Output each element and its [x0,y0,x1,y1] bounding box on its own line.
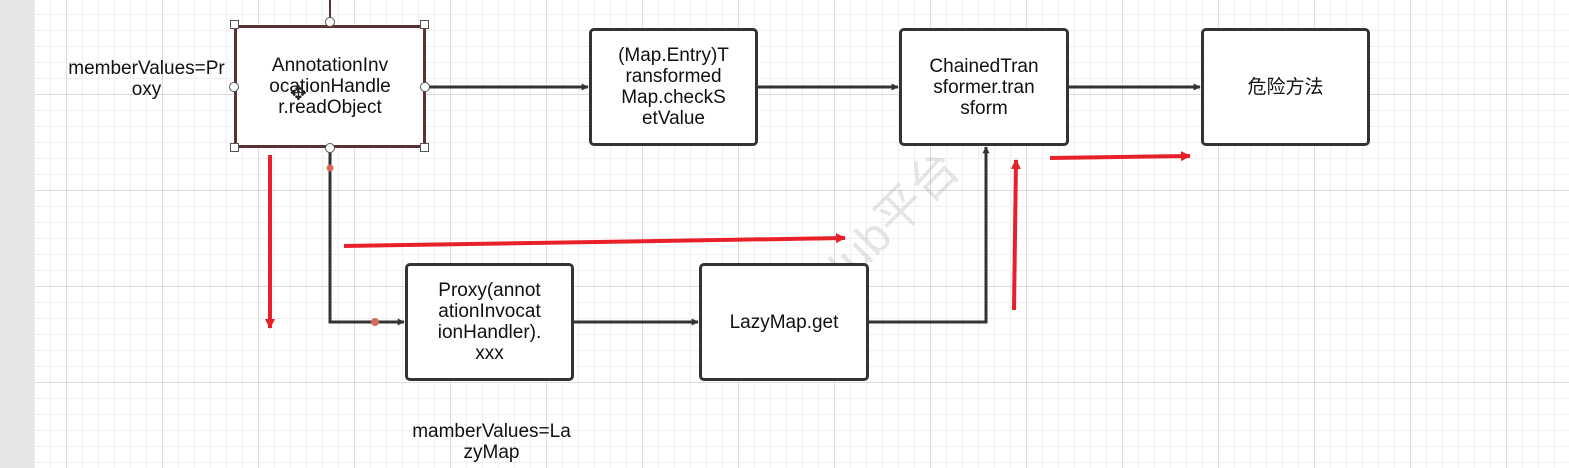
resize-handle-top-left[interactable] [230,20,239,29]
red-arrow-right-top [1049,151,1191,162]
label-member-values-lazymap[interactable]: mamberValues=La zyMap [412,421,571,463]
node-dangerous-method[interactable]: 危险方法 [1201,28,1370,146]
node-label: 危险方法 [1247,76,1324,98]
resize-handle-top-right[interactable] [420,20,429,29]
left-panel-edge [0,0,34,468]
connection-point-left[interactable] [229,82,239,92]
node-label: AnnotationInv ocationHandle r.readObject [269,55,391,118]
resize-handle-bottom-left[interactable] [230,143,239,152]
move-cursor-icon: ✥ [290,83,307,105]
node-label: (Map.Entry)T ransformed Map.checkS etVal… [618,45,729,129]
connectors-layer [265,0,1201,329]
node-annotation-invocation-handler[interactable]: AnnotationInv ocationHandle r.readObject [234,25,426,148]
resize-handle-bottom-right[interactable] [420,143,429,152]
red-arrow-up [1010,159,1021,311]
connection-point-right[interactable] [420,82,430,92]
node-proxy-handler[interactable]: Proxy(annot ationInvocat ionHandler). xx… [405,263,574,381]
connection-point-top[interactable] [325,17,335,27]
node-map-entry-checksetvalue[interactable]: (Map.Entry)T ransformed Map.checkS etVal… [589,28,758,146]
node-label: ChainedTran sformer.tran sform [929,55,1039,119]
label-member-values-proxy[interactable]: memberValues=Pr oxy [68,58,225,100]
edge-lazymap-to-chained[interactable] [869,146,990,324]
node-lazymap-get[interactable]: LazyMap.get [699,263,869,381]
red-arrow-right-middle [343,233,846,248]
node-chained-transformer[interactable]: ChainedTran sformer.tran sform [899,28,1069,146]
edge-waypoint-dot[interactable] [326,164,334,172]
node-label: Proxy(annot ationInvocat ionHandler). xx… [437,280,542,364]
diagram-canvas[interactable]: SecHub平台 AnnotationInv ocationHandle [34,0,1569,468]
connection-point-bottom[interactable] [325,143,335,153]
edge-handler-to-proxy[interactable] [328,148,405,326]
edge-waypoint-dot[interactable] [371,318,379,326]
node-label: LazyMap.get [729,311,839,333]
